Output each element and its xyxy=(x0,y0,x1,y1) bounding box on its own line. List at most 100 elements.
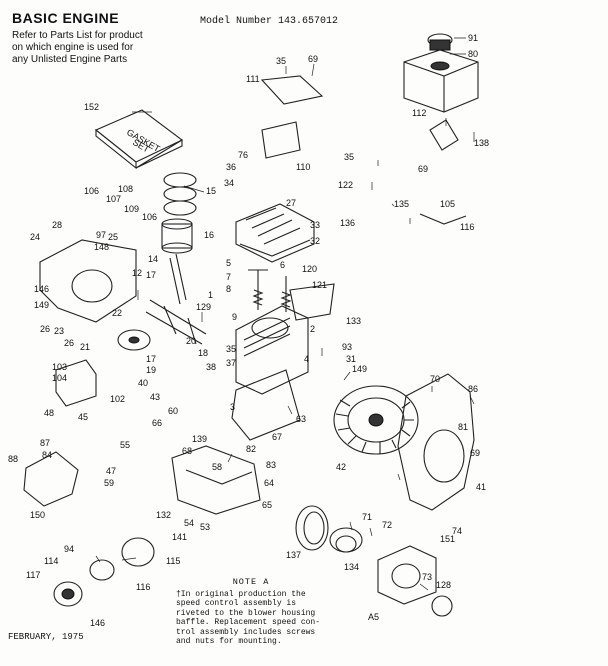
callout: 114 xyxy=(44,556,58,566)
callout: 107 xyxy=(106,194,121,204)
callout: 121 xyxy=(312,280,327,290)
valve-springs xyxy=(252,289,292,308)
crankshaft xyxy=(145,299,207,345)
callout: 81 xyxy=(458,422,468,432)
callout: 18 xyxy=(198,348,208,358)
starter-ring-gear xyxy=(295,505,329,551)
callout: 65 xyxy=(262,500,272,510)
callout: 88 xyxy=(8,454,18,464)
callout: 116 xyxy=(136,582,150,592)
callout: 134 xyxy=(344,562,359,572)
callout: 70 xyxy=(430,374,440,384)
callout: 40 xyxy=(138,378,148,388)
callout: 86 xyxy=(468,384,478,394)
flywheel xyxy=(333,385,419,455)
callout: 3 xyxy=(230,402,235,412)
callout: 38 xyxy=(206,362,216,372)
callout: 23 xyxy=(54,326,64,336)
callout: 12 xyxy=(132,268,142,278)
cam-gear xyxy=(117,329,151,351)
callout: 25 xyxy=(108,232,118,242)
callout: 82 xyxy=(246,444,256,454)
callout: 132 xyxy=(156,510,171,520)
callout: 2 xyxy=(310,324,315,334)
callout: 135 xyxy=(394,199,409,209)
note-a: NOTE A †In original production the speed… xyxy=(176,577,326,647)
callout: 64 xyxy=(264,478,274,488)
piston-rings xyxy=(163,172,197,216)
callout: 120 xyxy=(302,264,317,274)
callout: 84 xyxy=(42,450,52,460)
cylinder-head xyxy=(235,203,315,263)
callout: 141 xyxy=(172,532,187,542)
callout: 110 xyxy=(296,162,310,172)
callout: 28 xyxy=(52,220,62,230)
callout: 27 xyxy=(286,198,296,208)
callout: 35 xyxy=(226,344,236,354)
callout: 128 xyxy=(436,580,451,590)
callout: 112 xyxy=(412,108,426,118)
mount-bracket xyxy=(429,119,459,151)
callout: 7 xyxy=(226,272,231,282)
callout: 4 xyxy=(304,354,309,364)
air-cleaner xyxy=(403,33,479,113)
callout: 37 xyxy=(226,358,236,368)
callout: 17 xyxy=(146,270,156,280)
callout: 41 xyxy=(476,482,486,492)
callout: 111 xyxy=(246,74,260,84)
piston xyxy=(161,218,193,254)
callout: 146 xyxy=(34,284,49,294)
crankcase-cover xyxy=(39,239,137,323)
callout: 69 xyxy=(308,54,318,64)
callout: 105 xyxy=(440,199,455,209)
baffle xyxy=(171,445,261,515)
callout: 58 xyxy=(212,462,222,472)
callout: 71 xyxy=(362,512,372,522)
callout: 115 xyxy=(166,556,180,566)
callout: 94 xyxy=(64,544,74,554)
callout: 21 xyxy=(80,342,90,352)
blower-housing xyxy=(397,373,475,511)
callout: 76 xyxy=(238,150,248,160)
callout: 66 xyxy=(152,418,162,428)
model-number: Model Number 143.657012 xyxy=(200,16,339,27)
callout: 43 xyxy=(150,392,160,402)
callout: 9 xyxy=(232,312,237,322)
callout: 55 xyxy=(120,440,130,450)
callout: 31 xyxy=(346,354,356,364)
callout: 34 xyxy=(224,178,234,188)
note-line: trol assembly includes screws xyxy=(176,627,316,637)
valve-cover xyxy=(289,283,335,321)
callout: 150 xyxy=(30,510,45,520)
callout: 35 xyxy=(276,56,286,66)
callout: 103 xyxy=(52,362,67,372)
callout: 83 xyxy=(266,460,276,470)
callout: 152 xyxy=(84,102,99,112)
callout: 106 xyxy=(142,212,157,222)
callout: 26 xyxy=(64,338,74,348)
callout: 80 xyxy=(468,49,478,59)
callout: 149 xyxy=(34,300,49,310)
callout: 33 xyxy=(310,220,320,230)
callout: 1 xyxy=(208,290,213,300)
callout: 54 xyxy=(184,518,194,528)
bracket xyxy=(261,121,301,159)
callout: 146 xyxy=(90,618,105,628)
note-line: riveted to the blower housing xyxy=(176,608,316,618)
callout: 17 xyxy=(146,354,156,364)
muffler xyxy=(55,359,97,407)
callout: 53 xyxy=(200,522,210,532)
callout: 73 xyxy=(422,572,432,582)
callout: 104 xyxy=(52,373,67,383)
note-line: speed control assembly is xyxy=(176,599,297,608)
starter-cup xyxy=(377,545,437,605)
callout: 136 xyxy=(340,218,355,228)
callout: 87 xyxy=(40,438,50,448)
callout: 20 xyxy=(186,336,196,346)
callout: 116 xyxy=(460,222,474,232)
callout: 139 xyxy=(192,434,207,444)
callout: 69 xyxy=(470,448,480,458)
callout: 42 xyxy=(336,462,346,472)
